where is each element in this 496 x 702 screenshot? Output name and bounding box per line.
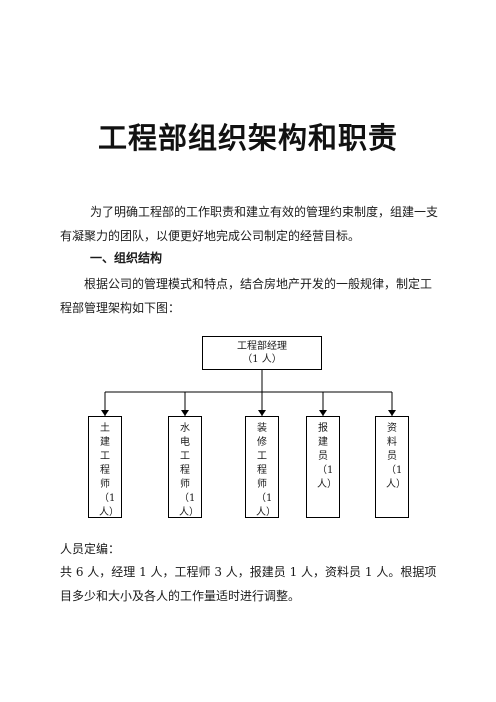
arrowhead [388, 410, 396, 416]
role-box-civil: 土建工程师 （1 人） [88, 416, 122, 518]
staffing-paragraph: 共 6 人，经理 1 人，工程师 3 人，报建员 1 人，资料员 1 人。根据项… [60, 565, 437, 603]
role-name: 水电工程师 [180, 423, 190, 490]
role-name: 报建员 [318, 423, 328, 462]
section-heading: 一、组织结构 [90, 251, 163, 265]
role-name: 土建工程师 [100, 423, 110, 490]
manager-count: （1 人） [242, 354, 282, 365]
role-count: （1 人） [317, 465, 337, 490]
role-box-mep: 水电工程师 （1 人） [168, 416, 202, 518]
role-name: 资料员 [387, 423, 397, 462]
arrowhead [101, 410, 109, 416]
manager-title: 工程部经理 [237, 341, 287, 352]
arrowhead [258, 410, 266, 416]
manager-box: 工程部经理 （1 人） [202, 336, 322, 370]
role-count: （1 人） [256, 493, 276, 518]
role-count: （1 人） [386, 465, 406, 490]
role-count: （1 人） [99, 493, 119, 518]
role-box-records: 资料员 （1 人） [375, 416, 409, 518]
document-title: 工程部组织架构和职责 [97, 121, 398, 155]
arrowhead [181, 410, 189, 416]
arrowhead [319, 410, 327, 416]
role-box-permit: 报建员 （1 人） [306, 416, 340, 518]
role-count: （1 人） [179, 493, 199, 518]
role-box-decoration: 装修工程师 （1 人） [245, 416, 279, 518]
role-name: 装修工程师 [257, 423, 267, 490]
section-paragraph: 根据公司的管理模式和特点，结合房地产开发的一般规律，制定工程部管理架构如下图： [60, 277, 433, 315]
staffing-label: 人员定编： [60, 542, 121, 556]
intro-paragraph: 为了明确工程部的工作职责和建立有效的管理约束制度，组建一支有凝聚力的团队，以便更… [60, 205, 439, 243]
